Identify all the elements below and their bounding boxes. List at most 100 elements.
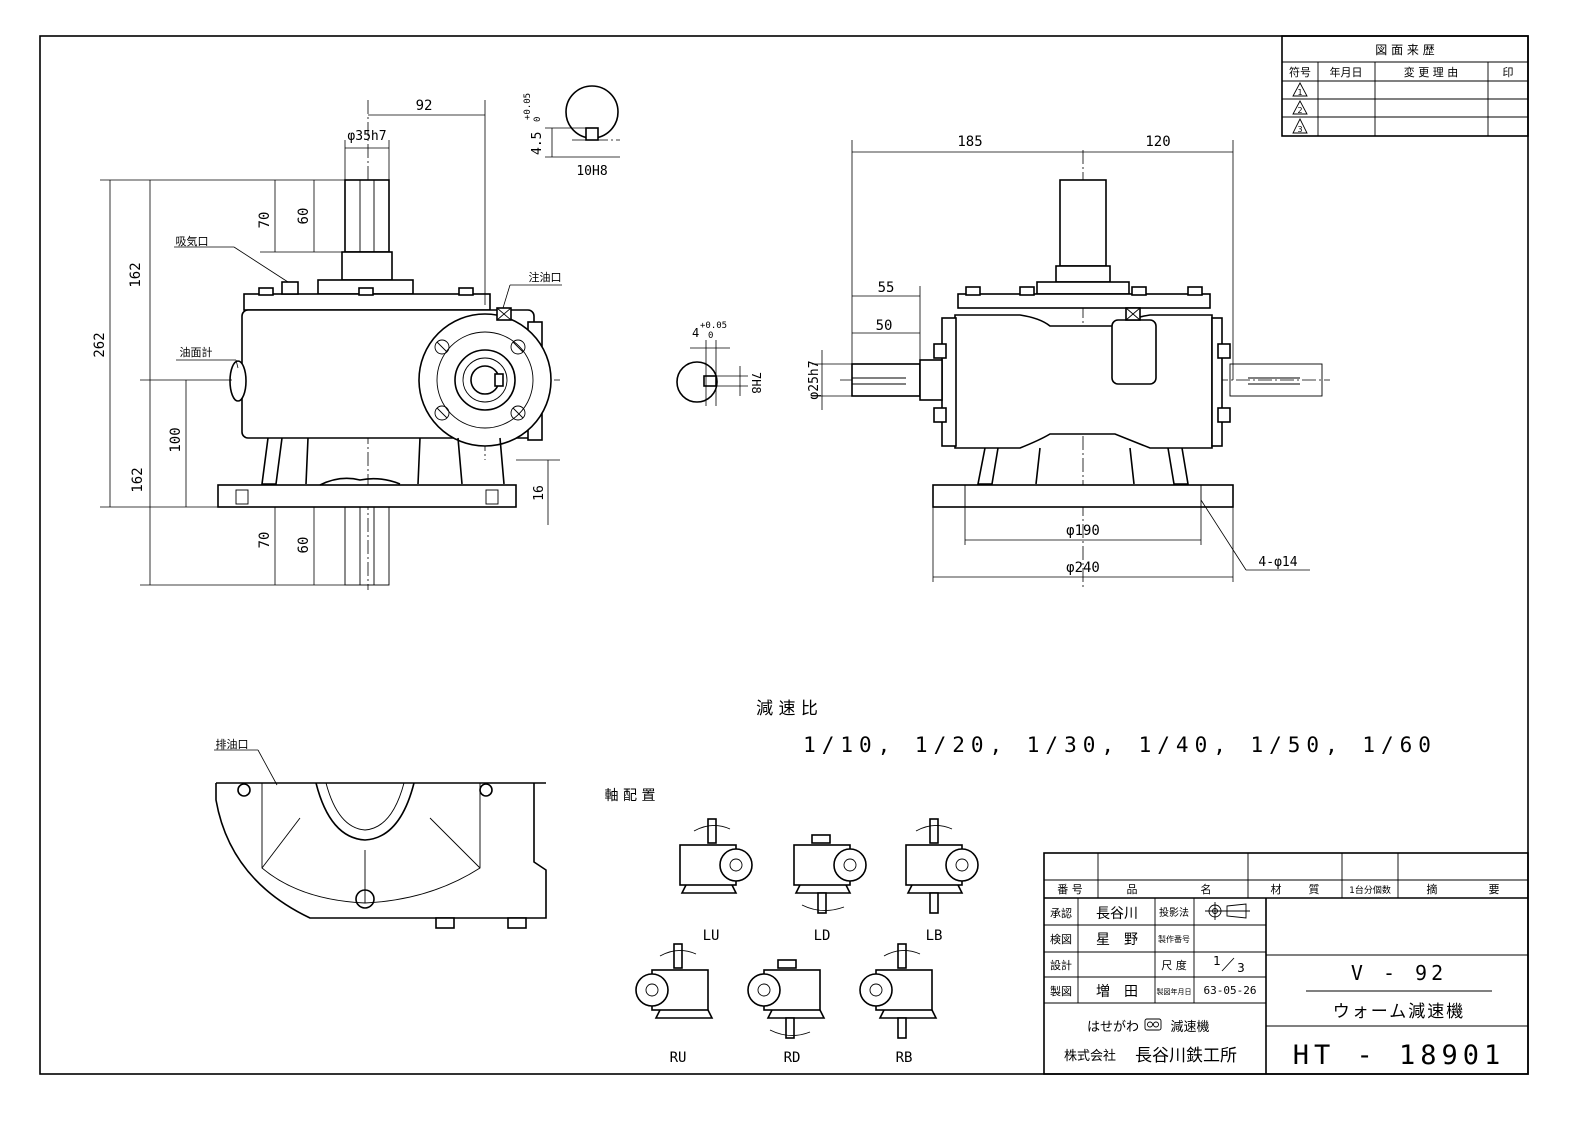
parts-header-material-a: 材	[1271, 882, 1282, 896]
dim-60-lower: 60	[296, 537, 312, 554]
parts-header-name-a: 品	[1127, 883, 1138, 896]
arrangement-LU	[679, 818, 753, 894]
key-width-top: 10H8	[576, 164, 607, 179]
dim-120: 120	[1145, 134, 1170, 150]
model-name: V - 92	[1351, 961, 1447, 985]
label-draw-date: 製図年月日	[1157, 987, 1192, 996]
front-dimensions: 162 262 70 60 100 162 70 60 16 92 φ35h7 …	[92, 98, 562, 586]
svg-text:1: 1	[1297, 88, 1302, 97]
svg-text:2: 2	[1297, 106, 1302, 115]
dim-70-upper: 70	[257, 212, 273, 229]
revision-table: 図 面 来 歴 符号 年月日 変 更 理 由 印 1 2 3	[1281, 35, 1529, 137]
dim-side-shaft: φ25h7	[807, 360, 822, 399]
revision-header-seal: 印	[1503, 66, 1514, 79]
parts-header-remarks-a: 摘	[1427, 882, 1438, 896]
brand-logo	[1144, 1018, 1162, 1031]
revision-header-date: 年月日	[1330, 65, 1363, 79]
code-RD: RD	[784, 1050, 801, 1066]
revision-header-symbol: 符号	[1289, 66, 1311, 79]
label-drain: 排油口	[216, 737, 249, 751]
label-scale: 尺 度	[1161, 958, 1187, 972]
name-check: 星 野	[1096, 932, 1138, 948]
shaft-layout-title: 軸 配 置	[605, 788, 656, 804]
code-RB: RB	[896, 1050, 913, 1066]
front-view	[217, 100, 560, 590]
dim-50: 50	[876, 318, 893, 334]
mid-key-tol-zero: 0	[708, 331, 713, 341]
code-LU: LU	[703, 928, 720, 944]
scale-denominator: 3	[1237, 961, 1245, 975]
parts-header-name-b: 名	[1201, 882, 1212, 896]
arrangement-RU	[635, 943, 714, 1019]
label-projection: 投影法	[1159, 906, 1189, 919]
revision-title: 図 面 来 歴	[1375, 43, 1434, 57]
role-design: 設計	[1050, 958, 1072, 972]
dim-70-lower: 70	[257, 532, 273, 549]
role-check: 検図	[1050, 932, 1072, 946]
role-draft: 製図	[1050, 984, 1072, 998]
ratio-values: 1/10, 1/20, 1/30, 1/40, 1/50, 1/60	[803, 733, 1437, 757]
label-oil-inlet: 注油口	[529, 270, 562, 284]
code-LD: LD	[814, 928, 831, 944]
dim-shaft-dia: φ35h7	[347, 129, 386, 144]
key-tol-top: +0.05	[523, 93, 533, 120]
arrangement-RB	[859, 943, 938, 1039]
mid-key-width: 7H8	[749, 372, 763, 394]
dim-16: 16	[532, 485, 547, 501]
drawing-number: HT - 18901	[1293, 1040, 1506, 1071]
key-depth-top: 4.5	[530, 132, 545, 155]
key-detail-middle: 4 +0.05 0 7H8	[676, 321, 763, 406]
draw-date: 63-05-26	[1204, 984, 1257, 997]
brand-suffix: 減速機	[1170, 1019, 1209, 1035]
side-dimensions: 185 120 55 50 φ25h7 φ190 φ240 4-φ14	[807, 134, 1310, 582]
label-air-vent: 吸気口	[176, 234, 209, 248]
parts-header-number: 番 号	[1057, 883, 1083, 896]
revision-symbol-3: 3	[1292, 117, 1308, 134]
sheet-border	[39, 35, 1529, 1075]
dim-phi190: φ190	[1066, 523, 1100, 539]
arrangement-LB	[905, 818, 979, 914]
parts-header-qty: 1台分個数	[1349, 884, 1391, 896]
company-prefix: 株式会社	[1064, 1048, 1116, 1064]
revision-symbol-2: 2	[1292, 100, 1308, 115]
product-name: ウォーム減速機	[1333, 1002, 1466, 1022]
dim-262: 262	[92, 332, 108, 357]
dim-phi240: φ240	[1066, 560, 1100, 576]
dim-92: 92	[416, 98, 433, 114]
side-view	[840, 150, 1330, 590]
name-draft: 増 田	[1096, 984, 1138, 1000]
dim-55: 55	[878, 280, 895, 296]
ratio-title: 減 速 比	[756, 699, 818, 719]
key-detail-top: 4.5 +0.05 0 10H8	[523, 85, 620, 179]
revision-symbol-1: 1	[1292, 82, 1308, 97]
code-RU: RU	[670, 1050, 687, 1066]
arrangement-LD	[793, 834, 867, 914]
svg-text:3: 3	[1297, 125, 1302, 134]
revision-header-reason: 変 更 理 由	[1404, 65, 1459, 79]
mid-key-tol: +0.05	[700, 321, 727, 331]
shaft-arrangement: 軸 配 置	[605, 788, 979, 1066]
name-approve: 長谷川	[1096, 906, 1138, 922]
code-LB: LB	[926, 928, 943, 944]
dim-100: 100	[168, 427, 184, 452]
dim-holes: 4-φ14	[1258, 555, 1297, 570]
bottom-view: 排油口	[214, 737, 547, 929]
company-name: 長谷川鉄工所	[1135, 1046, 1237, 1066]
scale-numerator: 1	[1213, 954, 1221, 968]
dim-185: 185	[957, 134, 982, 150]
mid-key-depth: 4	[692, 326, 699, 340]
arrangement-RD	[747, 959, 826, 1039]
dim-162-upper: 162	[128, 262, 144, 287]
dim-60-upper: 60	[296, 208, 312, 225]
dim-162-lower: 162	[130, 467, 146, 492]
label-production-no: 製作番号	[1158, 934, 1190, 944]
role-approve: 承認	[1050, 906, 1072, 920]
parts-header-material-b: 質	[1309, 882, 1320, 896]
label-oil-gauge: 油面計	[180, 345, 213, 359]
title-block: 番 号 品 名 材 質 1台分個数 摘 要 承認 検図 設計 製図 長谷川 星 …	[1043, 852, 1529, 1075]
projection-symbol	[1205, 902, 1250, 920]
parts-header-remarks-b: 要	[1489, 883, 1500, 896]
brand-name: はせがわ	[1087, 1020, 1139, 1035]
